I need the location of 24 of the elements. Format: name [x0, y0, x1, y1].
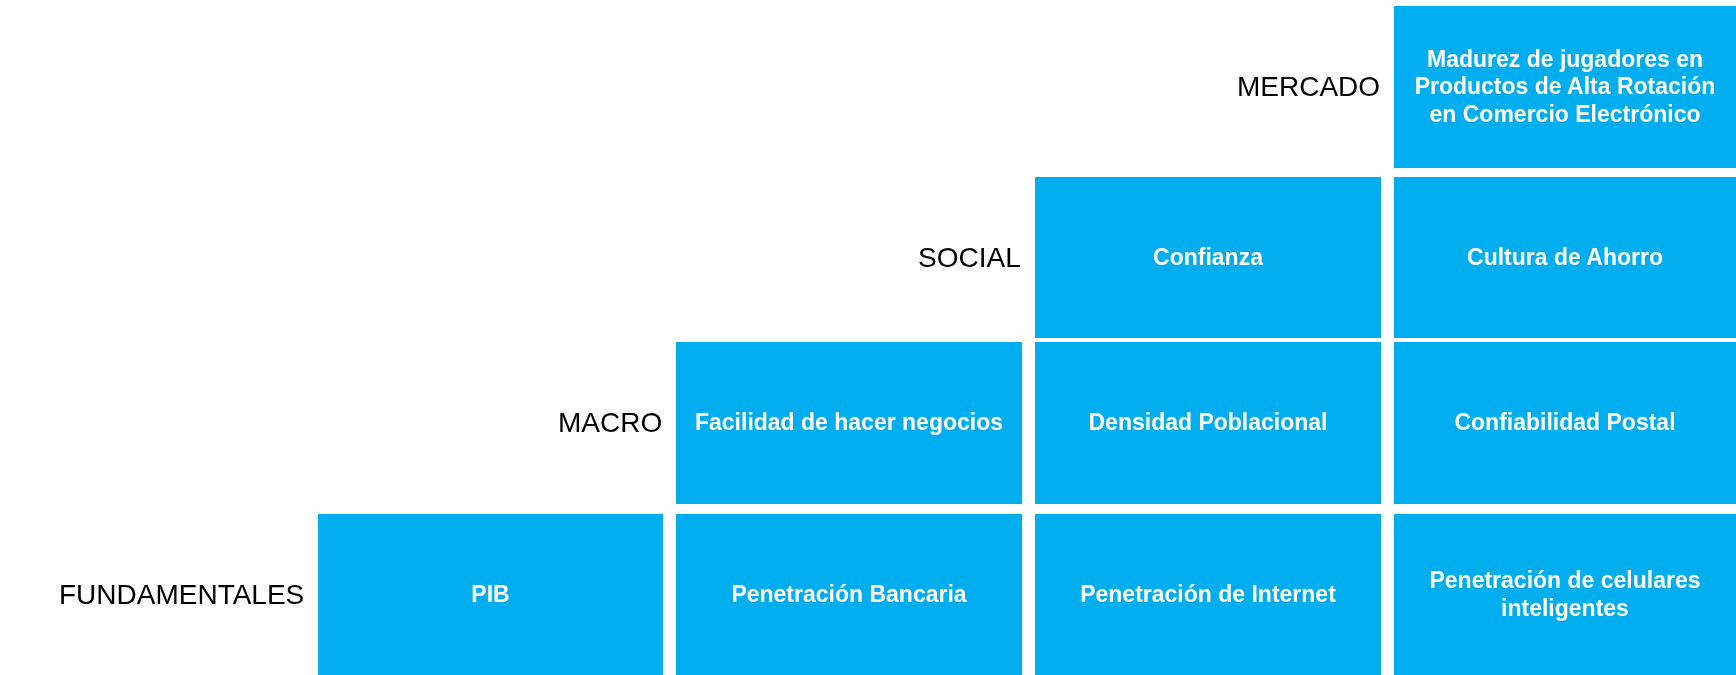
- category-box: [1035, 177, 1381, 338]
- category-box: [1035, 342, 1381, 504]
- category-box: [318, 514, 663, 675]
- row-label: FUNDAMENTALES: [59, 578, 305, 611]
- box-label: Penetración de Internet: [1080, 580, 1336, 609]
- category-box: [1394, 342, 1736, 504]
- category-box: [1394, 177, 1736, 338]
- box-label: Confiabilidad Postal: [1454, 409, 1676, 437]
- category-box: [1394, 6, 1736, 168]
- box-label: Penetración Bancaria: [731, 580, 967, 609]
- box-label: Densidad Poblacional: [1088, 409, 1328, 437]
- box-label: Confianza: [1153, 243, 1263, 272]
- box-label: PIB: [471, 580, 510, 609]
- row-label: SOCIAL: [918, 241, 1021, 274]
- box-label: Penetración de celulares inteligentes: [1428, 566, 1702, 623]
- category-box: [1394, 514, 1736, 675]
- box-label: Madurez de jugadores en Productos de Alta Rotación en Comercio Electrónico: [1413, 45, 1717, 129]
- category-box: [676, 342, 1022, 504]
- category-box: [1035, 514, 1381, 675]
- box-label: Facilidad de hacer negocios: [694, 409, 1003, 437]
- box-label: Cultura de Ahorro: [1467, 243, 1663, 272]
- category-box: [676, 514, 1022, 675]
- row-label: MERCADO: [1237, 71, 1381, 103]
- row-label: MACRO: [558, 407, 663, 439]
